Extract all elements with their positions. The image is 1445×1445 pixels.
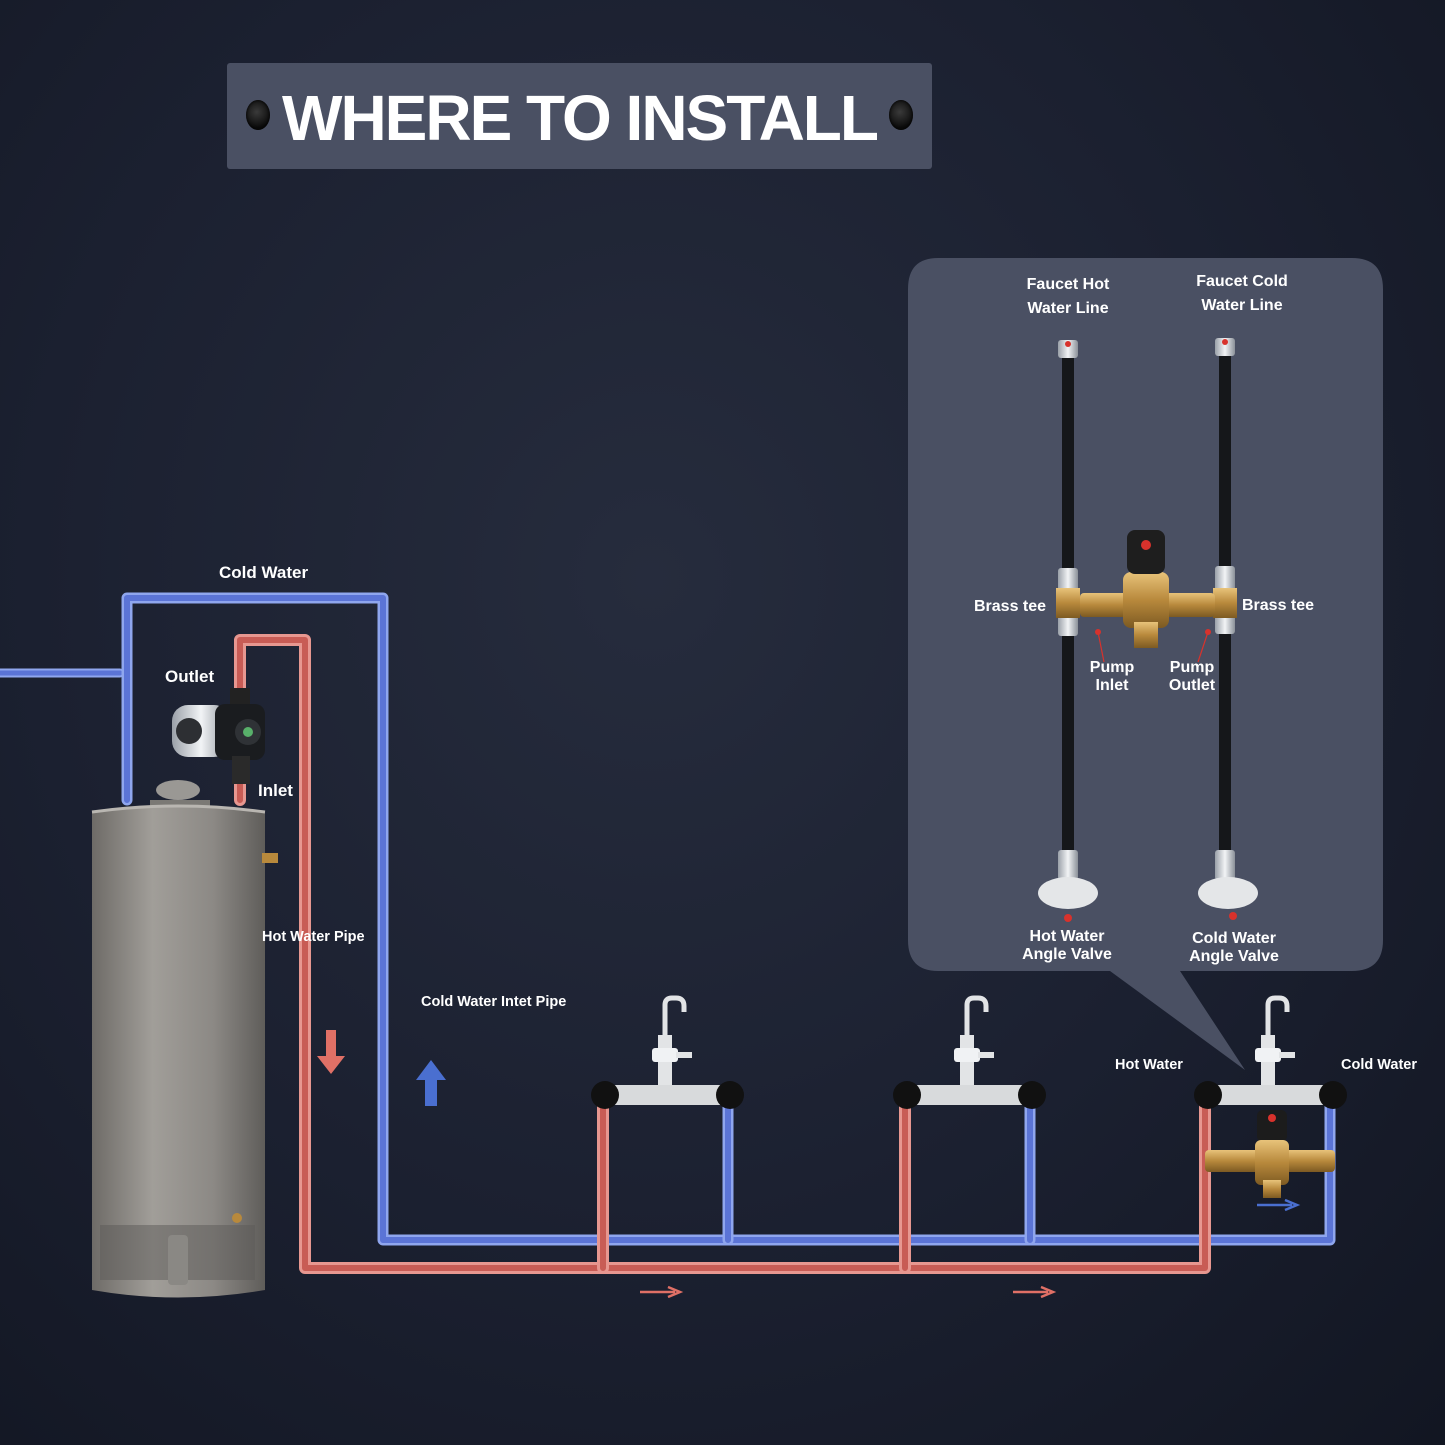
label-cold-water-inlet-pipe: Cold Water Intet Pipe bbox=[421, 994, 567, 1010]
label-faucet-cold-water-line: Faucet Cold Water Line bbox=[1187, 273, 1297, 315]
label-pump-inlet: Pump Inlet bbox=[1082, 659, 1142, 695]
label-line: Hot Water bbox=[1029, 928, 1105, 945]
label-hot-water-angle-valve: Hot Water Angle Valve bbox=[1012, 928, 1122, 964]
angle-valve-icon bbox=[1038, 850, 1258, 922]
brass-tee-icon bbox=[1056, 566, 1237, 636]
label-line: Water Line bbox=[1201, 297, 1283, 314]
label-hot-water-pipe: Hot Water Pipe bbox=[262, 929, 365, 945]
label-inlet: Inlet bbox=[258, 781, 293, 800]
label-line: Inlet bbox=[1095, 677, 1129, 694]
label-line: Outlet bbox=[1168, 677, 1216, 694]
label-line: Angle Valve bbox=[1022, 946, 1112, 963]
mixing-valve-icon bbox=[1205, 1110, 1335, 1198]
label-line: Pump bbox=[1089, 659, 1135, 676]
callout-panel bbox=[908, 258, 1383, 1070]
label-line: Faucet Cold bbox=[1196, 273, 1288, 290]
label-faucet-hot-water-line: Faucet Hot Water Line bbox=[1018, 276, 1118, 318]
label-cold-water-right: Cold Water bbox=[1341, 1057, 1417, 1073]
faucet-icon bbox=[591, 995, 1347, 1109]
label-brass-tee-left: Brass tee bbox=[974, 598, 1047, 615]
cold-water-pipes bbox=[0, 592, 1336, 1246]
water-heater-icon bbox=[91, 780, 278, 1298]
label-line: Pump bbox=[1169, 659, 1215, 676]
hot-water-pipes bbox=[234, 634, 1211, 1274]
label-line: Cold Water bbox=[1192, 930, 1276, 947]
label-cold-water: Cold Water bbox=[219, 563, 309, 582]
title-banner: WHERE TO INSTALL bbox=[227, 63, 932, 169]
circulation-pump-icon bbox=[172, 688, 265, 784]
flow-arrow-icon bbox=[317, 1030, 1301, 1299]
banner-mount-hole-right bbox=[889, 100, 913, 130]
label-hot-water: Hot Water bbox=[1115, 1057, 1183, 1073]
label-pump-outlet: Pump Outlet bbox=[1160, 659, 1224, 695]
label-line: Angle Valve bbox=[1189, 948, 1279, 965]
label-line: Water Line bbox=[1027, 300, 1109, 317]
label-line: Faucet Hot bbox=[1026, 276, 1110, 293]
label-brass-tee-right: Brass tee bbox=[1242, 597, 1315, 614]
mixing-valve-large-icon bbox=[1080, 530, 1215, 663]
banner-mount-hole-left bbox=[246, 100, 270, 130]
label-cold-water-angle-valve: Cold Water Angle Valve bbox=[1178, 930, 1290, 966]
page-title: WHERE TO INSTALL bbox=[282, 82, 879, 154]
label-outlet: Outlet bbox=[165, 667, 215, 686]
